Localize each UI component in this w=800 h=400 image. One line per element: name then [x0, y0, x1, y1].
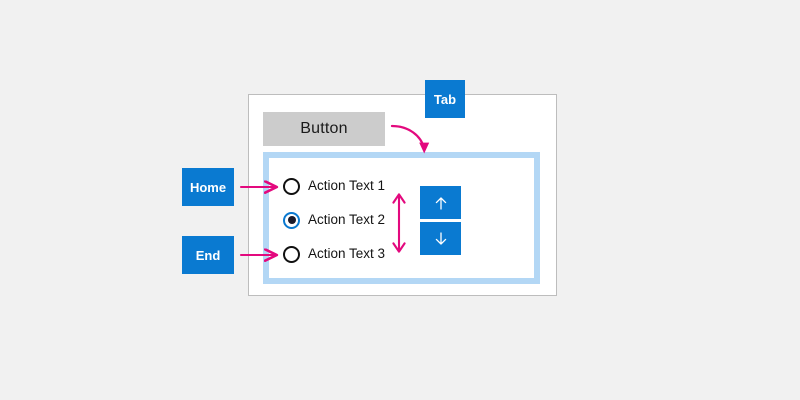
- push-button[interactable]: Button: [263, 112, 385, 146]
- radio-label: Action Text 2: [308, 212, 386, 228]
- radio-selected-icon[interactable]: [283, 211, 300, 229]
- radio-option-action-text-2[interactable]: Action Text 2: [283, 209, 385, 231]
- radio-option-action-text-3[interactable]: Action Text 3: [283, 243, 385, 265]
- radio-unselected-icon[interactable]: [283, 177, 300, 195]
- radio-label: Action Text 1: [308, 178, 386, 194]
- arrow-up-icon: [431, 193, 451, 213]
- move-down-button[interactable]: [420, 222, 461, 255]
- key-badge-tab: Tab: [425, 80, 465, 118]
- move-up-button[interactable]: [420, 186, 461, 219]
- arrow-down-icon: [431, 229, 451, 249]
- focused-list-container: [263, 152, 540, 284]
- key-badge-end: End: [182, 236, 234, 274]
- key-badge-home: Home: [182, 168, 234, 206]
- radio-unselected-icon[interactable]: [283, 245, 300, 263]
- radio-label: Action Text 3: [308, 246, 386, 262]
- action-radio-group: Action Text 1 Action Text 2 Action Text …: [283, 172, 433, 272]
- radio-option-action-text-1[interactable]: Action Text 1: [283, 175, 385, 197]
